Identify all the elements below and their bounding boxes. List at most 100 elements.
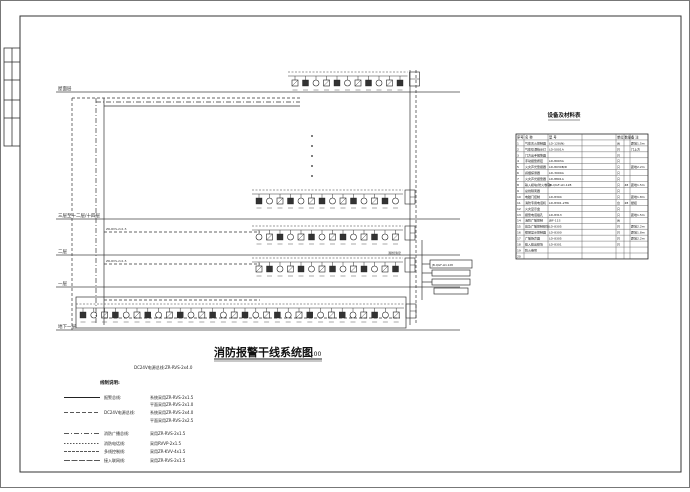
table-cell: JB-QGF-LD-128 <box>548 183 572 187</box>
legend-value: 系统采用ZR-RVS-2x1.5 <box>150 394 194 400</box>
table-cell: 只 <box>617 183 620 187</box>
table-cell: LD-8030B/D <box>549 165 568 169</box>
table-header-cell: 名 称 <box>525 134 533 139</box>
device-symbol <box>220 308 227 323</box>
device-symbol <box>392 262 399 277</box>
legend-value: 采用ZR-RVS-2x1.5 <box>150 457 186 463</box>
table-cell: 应急广播控制模块 <box>525 224 549 229</box>
table-header-cell: 备 注 <box>631 134 639 139</box>
table-cell: 只 <box>617 237 620 241</box>
device-symbol <box>381 262 389 277</box>
device-symbol <box>318 262 326 277</box>
table-cell: LD-8301 <box>549 243 562 247</box>
legend-row: DC24V电源总线: 系统采用ZR-RVS-2x4.0 <box>64 409 194 415</box>
table-cell: 手动报警按钮 <box>525 158 543 163</box>
right-riser <box>409 70 423 325</box>
table-cell: 19 <box>517 248 521 252</box>
device-symbol <box>386 76 393 91</box>
device-symbol <box>308 230 315 245</box>
drawing-title: 消防报警干线系统图 <box>214 345 313 359</box>
table-cell: 只 <box>617 243 620 247</box>
legend-value: 平面采用ZR-RVS-2x1.0 <box>150 401 194 407</box>
device-symbol <box>318 194 326 209</box>
legend-value: 系统采用ZR-RVS-2x4.0 <box>150 409 194 415</box>
legend-value: 采用ZR-KVV-4x1.5 <box>150 448 186 454</box>
device-symbol <box>329 194 336 209</box>
device-symbol <box>297 194 305 209</box>
device-symbol <box>297 230 305 245</box>
device-symbol <box>276 262 284 277</box>
legend-row: 消防电话线:采用RVVP-2x1.5 <box>64 440 182 446</box>
device-symbol <box>360 308 368 323</box>
table-cell: 消防专用电话机 <box>525 200 546 205</box>
device-symbol <box>252 308 260 323</box>
device-symbol <box>90 308 98 323</box>
table-cell: LD-8801A <box>549 177 565 181</box>
floor-module-rows <box>76 71 420 323</box>
device-symbol <box>365 76 372 91</box>
table-header-row: 序号名 称型 号单位数量备 注 <box>517 134 639 139</box>
device-symbol <box>276 194 284 209</box>
device-symbol <box>344 76 351 91</box>
floor-label-basement: 地下一层 <box>58 323 76 330</box>
table-cell: 楼层显示控制器 <box>525 230 546 235</box>
device-symbol <box>287 194 294 209</box>
module-row <box>76 303 417 323</box>
legend-label: DC24V电源总线: <box>104 409 135 415</box>
table-cell: 12 <box>517 207 521 211</box>
device-symbol <box>308 262 315 277</box>
table-cell: 只 <box>617 165 620 169</box>
legend-label: 报警总线: <box>104 394 121 400</box>
table-cell: 报警电话插孔 <box>525 212 543 217</box>
table-cell: 只 <box>617 171 620 175</box>
table-header-cell: 型 号 <box>549 134 557 139</box>
table-cell: 只 <box>617 207 620 211</box>
legend-value: 平面采用ZR-RVS-2x2.5 <box>150 417 194 423</box>
table-header-cell: 单位 <box>617 134 624 139</box>
device-symbol <box>350 262 357 277</box>
device-symbol <box>274 308 281 323</box>
table-cell: 广播扬声器 <box>525 236 540 241</box>
device-symbol <box>360 230 368 245</box>
table-cell: 距地1.5m <box>631 182 645 187</box>
device-symbol <box>306 308 313 323</box>
module-row <box>252 225 416 245</box>
device-symbol <box>144 308 152 323</box>
table-cell: 18 <box>517 243 521 247</box>
device-symbol <box>308 194 315 209</box>
table-cell: 距地2.2m <box>631 164 645 169</box>
device-symbol <box>371 308 378 323</box>
table-cell: LD-128(N) <box>549 141 564 145</box>
device-symbol <box>371 262 378 277</box>
device-symbol <box>187 308 195 323</box>
table-cell: LD-8305 <box>549 237 562 241</box>
device-symbol <box>230 308 238 323</box>
floor-label-second: 二层 <box>58 249 67 255</box>
device-symbol <box>371 194 378 209</box>
binding-strip <box>3 47 21 147</box>
table-cell: 距地1.8m <box>631 194 645 199</box>
table-cell: 13 <box>517 213 521 217</box>
device-symbol <box>312 76 320 91</box>
table-cell: LD-5001A <box>549 147 565 151</box>
legend-row: 平面采用ZR-RVS-2x1.0 <box>150 401 194 407</box>
device-symbol <box>263 308 270 323</box>
table-cell: 门上方 <box>631 146 640 151</box>
table-cell: 9 <box>517 189 519 193</box>
device-symbol <box>276 230 284 245</box>
device-symbol <box>339 262 347 277</box>
table-cell: 台 <box>617 200 620 205</box>
table-cell: LD-8300 <box>549 231 562 235</box>
table-cell: 只 <box>617 195 620 199</box>
device-symbol <box>333 76 341 91</box>
device-symbol <box>155 308 162 323</box>
trunk-note-mid: ZR-RVS-2x1.5 <box>106 227 127 231</box>
